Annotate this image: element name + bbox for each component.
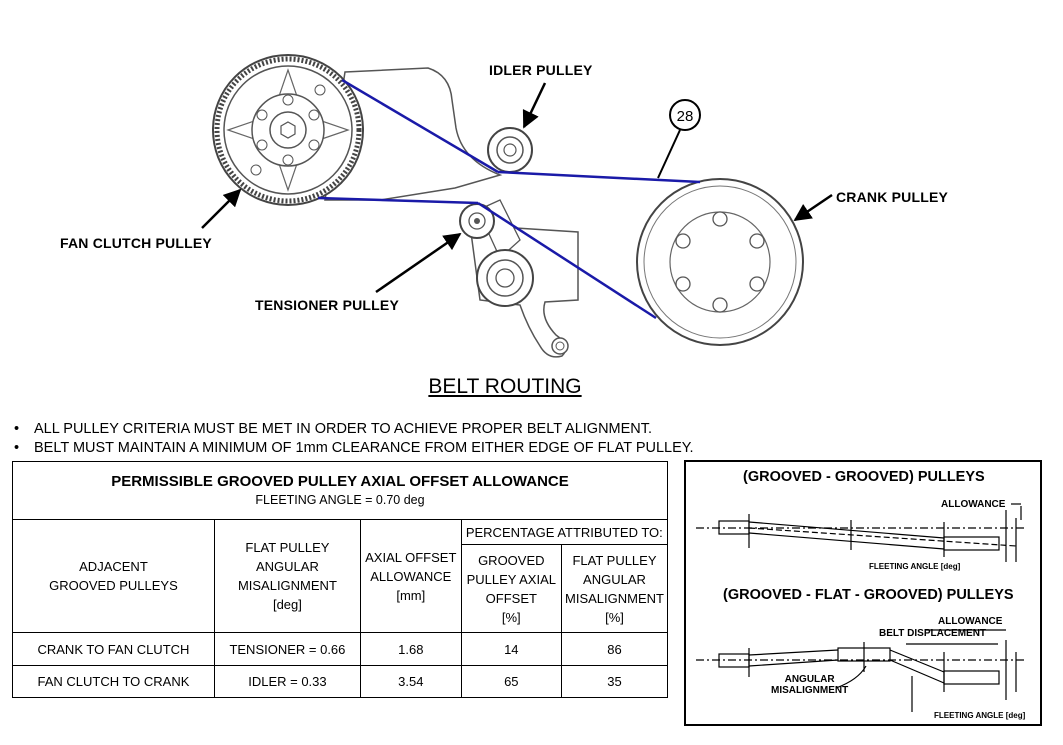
idler-arrow — [522, 82, 547, 129]
idler-pulley-label: IDLER PULLEY — [489, 62, 593, 78]
cell: FAN CLUTCH TO CRANK — [12, 664, 215, 699]
belt — [317, 78, 701, 320]
table-row: FAN CLUTCH TO CRANK IDLER = 0.33 3.54 65… — [12, 664, 669, 699]
belt-routing-diagram: 28 — [201, 54, 833, 358]
belt-displacement-label: BELT DISPLACEMENT — [879, 628, 987, 639]
cell: 3.54 — [359, 664, 462, 699]
fan-clutch-pulley-label: FAN CLUTCH PULLEY — [60, 235, 212, 251]
header-percentage: PERCENTAGE ATTRIBUTED TO: — [460, 519, 669, 545]
fan-clutch-arrow — [201, 188, 242, 229]
table-title: PERMISSIBLE GROOVED PULLEY AXIAL OFFSET … — [111, 472, 569, 490]
cell: 14 — [460, 632, 562, 666]
cell: 65 — [460, 664, 562, 699]
cell: TENSIONER = 0.66 — [213, 632, 361, 666]
crank-arrow — [793, 193, 833, 222]
fleeting-angle-label-bottom: FLEETING ANGLE [deg] — [934, 711, 1026, 720]
grooved-flat-grooved-title: (GROOVED - FLAT - GROOVED) PULLEYS — [723, 587, 1014, 603]
tensioner-pulley — [459, 203, 534, 307]
callout-28 — [657, 99, 701, 179]
offset-allowance-table: PERMISSIBLE GROOVED PULLEY AXIAL OFFSET … — [12, 460, 669, 699]
allowance-label-top: ALLOWANCE — [941, 499, 1006, 510]
note-1: •ALL PULLEY CRITERIA MUST BE MET IN ORDE… — [14, 421, 653, 437]
belt-routing-title: BELT ROUTING — [428, 375, 582, 398]
cell: CRANK TO FAN CLUTCH — [12, 632, 215, 666]
table-subtitle: FLEETING ANGLE = 0.70 deg — [255, 492, 425, 507]
tensioner-arrow — [375, 232, 462, 294]
crank-pulley-label: CRANK PULLEY — [836, 189, 949, 205]
cell: 1.68 — [359, 632, 462, 666]
note-2: •BELT MUST MAINTAIN A MINIMUM OF 1mm CLE… — [14, 440, 694, 456]
allowance-label-bottom: ALLOWANCE — [938, 616, 1003, 627]
fleeting-angle-label-top: FLEETING ANGLE [deg] — [869, 562, 961, 571]
angular-misalignment-label: ANGULAR MISALIGNMENT — [771, 674, 849, 696]
pulley-alignment-panel: (GROOVED - GROOVED) PULLEYS ALLOWANCE FL… — [684, 460, 1042, 726]
tensioner-pulley-label: TENSIONER PULLEY — [255, 297, 399, 313]
crank-pulley — [636, 178, 804, 346]
table-row: CRANK TO FAN CLUTCH TENSIONER = 0.66 1.6… — [12, 632, 669, 666]
cell: 86 — [560, 632, 669, 666]
cell: 35 — [560, 664, 669, 699]
idler-pulley — [487, 127, 533, 173]
alignment-diagrams — [696, 503, 1026, 712]
bracket-plate — [324, 67, 503, 201]
table-title-cell: PERMISSIBLE GROOVED PULLEY AXIAL OFFSET … — [12, 460, 668, 521]
grooved-grooved-title: (GROOVED - GROOVED) PULLEYS — [743, 469, 985, 485]
fan-clutch-pulley — [212, 54, 364, 206]
cell: IDLER = 0.33 — [213, 664, 361, 699]
callout-number: 28 — [677, 108, 694, 125]
